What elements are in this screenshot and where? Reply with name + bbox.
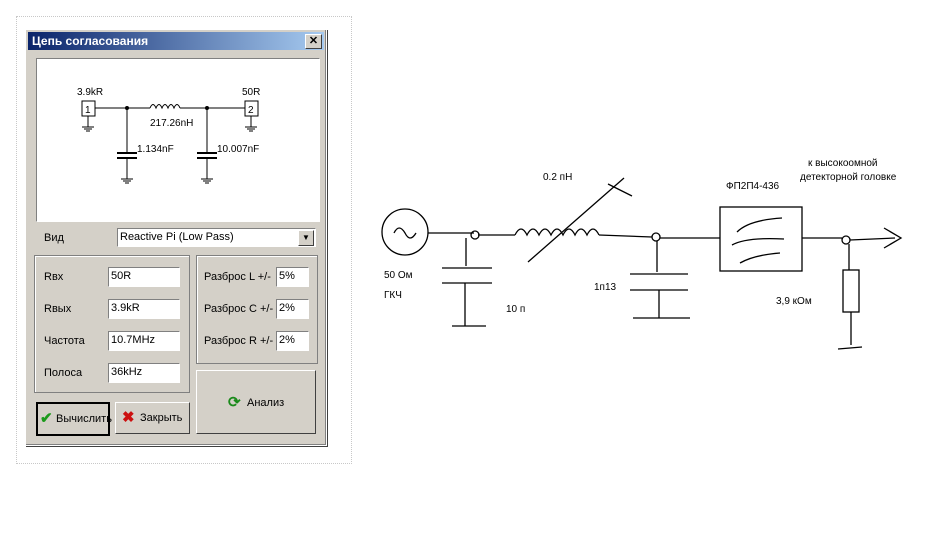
inductor-symbol (149, 104, 181, 110)
freq-label: Частота (44, 335, 85, 347)
port1-number: 1 (85, 105, 91, 116)
tol-c-input[interactable]: 2% (276, 299, 309, 319)
sketch-destination-line1: к высокоомной (808, 158, 878, 169)
sketch-source-impedance: 50 Ом (384, 270, 413, 281)
tol-r-label: Разброс R +/- (204, 335, 274, 347)
filter-block (719, 206, 803, 272)
rout-input[interactable]: 3.9kR (108, 299, 180, 319)
close-button[interactable]: ✖ Закрыть (115, 402, 190, 434)
rin-value: 50R (111, 270, 132, 282)
source-resistance-label: 3.9kR (77, 87, 103, 98)
load-resistance-label: 50R (242, 87, 260, 98)
tuning-arrow (527, 177, 625, 263)
sketch-source-name: ГКЧ (384, 290, 402, 301)
tol-l-value: 5% (279, 270, 295, 282)
view-select-value: Reactive Pi (Low Pass) (120, 231, 234, 243)
chevron-down-icon[interactable]: ▼ (298, 230, 314, 246)
tol-r-input[interactable]: 2% (276, 331, 309, 351)
tol-r-value: 2% (279, 334, 295, 346)
hand-drawn-schematic (381, 177, 903, 350)
sketch-load-label: 3,9 кОм (776, 296, 812, 307)
sketch-cap1-label: 10 п (506, 304, 526, 315)
port2-number: 2 (248, 105, 254, 116)
view-select[interactable]: Reactive Pi (Low Pass) ▼ (117, 228, 316, 247)
sketch-filter-label: ФП2П4-436 (726, 181, 780, 192)
load-resistor (842, 269, 860, 313)
schematic-diagram: 3.9kR 50R 1 2 217.26nH 1.134nF 10.007nF (77, 87, 260, 184)
calculate-button[interactable]: ✔ Вычислить (36, 402, 112, 436)
freq-input[interactable]: 10.7MHz (108, 331, 180, 351)
selection-border (16, 16, 352, 464)
matching-circuit-dialog: Цепь согласования ✕ (25, 29, 327, 446)
sketch-inductor (514, 228, 600, 237)
calculate-button-label: Вычислить (56, 413, 112, 425)
tol-c-value: 2% (279, 302, 295, 314)
check-icon: ✔ (40, 410, 53, 427)
band-label: Полоса (44, 367, 83, 379)
schematic-preview: 3.9kR 50R 1 2 217.26nH 1.134nF 10.007nF (36, 58, 320, 222)
sketch-inductor-label: 0.2 пН (543, 172, 573, 183)
inductor-value: 217.26nH (150, 118, 193, 129)
tol-l-input[interactable]: 5% (276, 267, 309, 287)
tol-l-label: Разброс L +/- (204, 271, 271, 283)
sketch-cap2-label: 1п13 (594, 282, 617, 293)
c2-value: 10.007nF (217, 144, 259, 155)
parameters-group (34, 255, 190, 393)
title-bar: Цепь согласования ✕ (28, 32, 324, 50)
analyze-button[interactable]: ⟳ Анализ (196, 370, 316, 434)
sketch-destination-line2: детекторной головке (800, 172, 897, 183)
analyze-button-label: Анализ (247, 397, 285, 409)
band-value: 36kHz (111, 366, 143, 378)
close-icon[interactable]: ✕ (305, 34, 322, 49)
close-button-label: Закрыть (140, 412, 183, 424)
dialog-title: Цепь согласования (32, 34, 149, 48)
rout-label: Rвых (44, 303, 72, 315)
cross-icon: ✖ (122, 409, 135, 426)
tolerances-group (196, 255, 318, 364)
rin-label: Rвх (44, 271, 64, 283)
generator-symbol (381, 208, 429, 256)
rout-value: 3.9kR (111, 302, 140, 314)
freq-value: 10.7MHz (111, 334, 156, 346)
view-label: Вид (44, 232, 64, 244)
rin-input[interactable]: 50R (108, 267, 180, 287)
band-input[interactable]: 36kHz (108, 363, 180, 383)
c1-value: 1.134nF (137, 144, 174, 155)
tol-c-label: Разброс C +/- (204, 303, 274, 315)
refresh-icon: ⟳ (228, 394, 241, 411)
